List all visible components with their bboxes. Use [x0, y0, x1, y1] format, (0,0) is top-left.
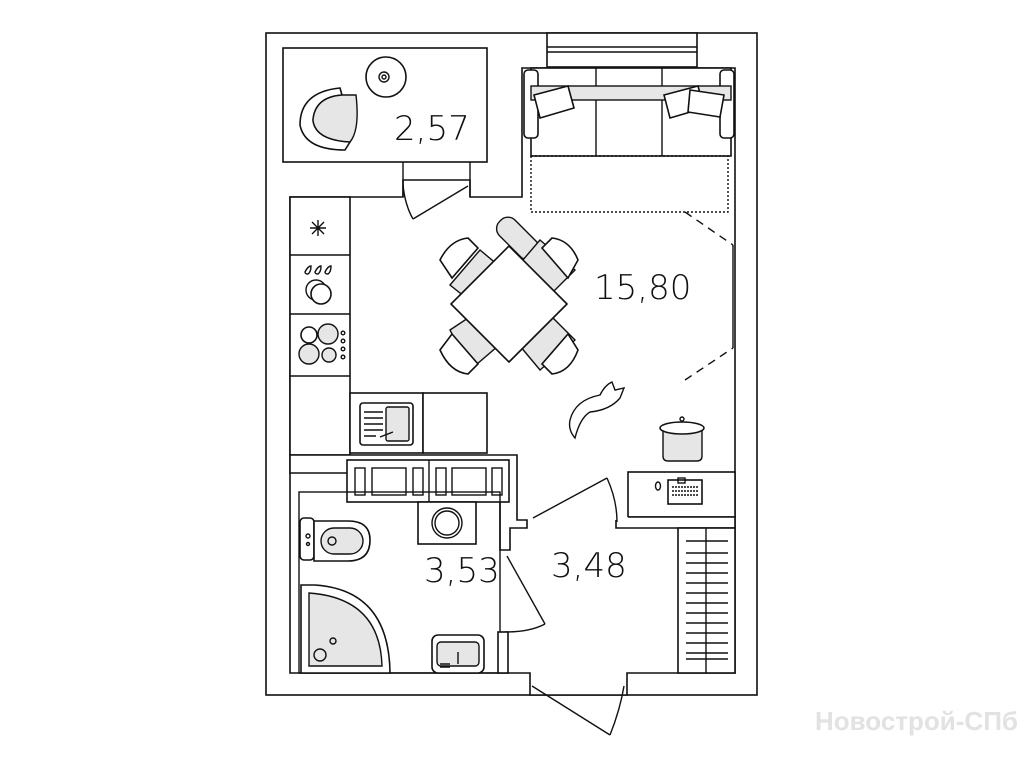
window-right — [684, 211, 734, 381]
desk-icon — [627, 471, 736, 518]
pot-icon — [659, 416, 705, 462]
room-door[interactable] — [532, 477, 618, 523]
shower-icon — [300, 584, 391, 674]
washing-machine-icon — [417, 501, 477, 545]
dining-table-icon — [439, 216, 579, 375]
toilet-icon — [299, 517, 371, 562]
stove-icon — [298, 323, 346, 365]
area-label-hallway: 3,48 — [551, 546, 627, 586]
interior-floor — [289, 67, 736, 696]
sofa-icon — [523, 67, 735, 213]
washbasin-icon — [431, 634, 485, 674]
area-label-loggia: 2,57 — [394, 109, 470, 149]
dishwasher-icon — [304, 265, 332, 305]
cat-icon — [568, 381, 626, 440]
watermark: Новострой-СПб — [815, 706, 1018, 736]
armchair-icon — [299, 87, 358, 151]
area-label-bathroom: 3,53 — [424, 551, 500, 591]
bathroom-door[interactable] — [497, 555, 546, 674]
laptop-icon — [677, 477, 686, 484]
area-label-living-kitchen: 15,80 — [594, 268, 691, 308]
bathroom-outline — [298, 491, 501, 674]
kitchen-sink-icon — [359, 402, 414, 446]
loggia-door[interactable] — [402, 184, 469, 220]
upper-cabinets — [346, 459, 510, 503]
window-top — [546, 32, 698, 68]
wardrobe-icon — [677, 527, 736, 674]
fridge-icon — [310, 220, 326, 236]
side-table-icon — [365, 56, 407, 98]
entrance-door[interactable] — [531, 685, 625, 736]
